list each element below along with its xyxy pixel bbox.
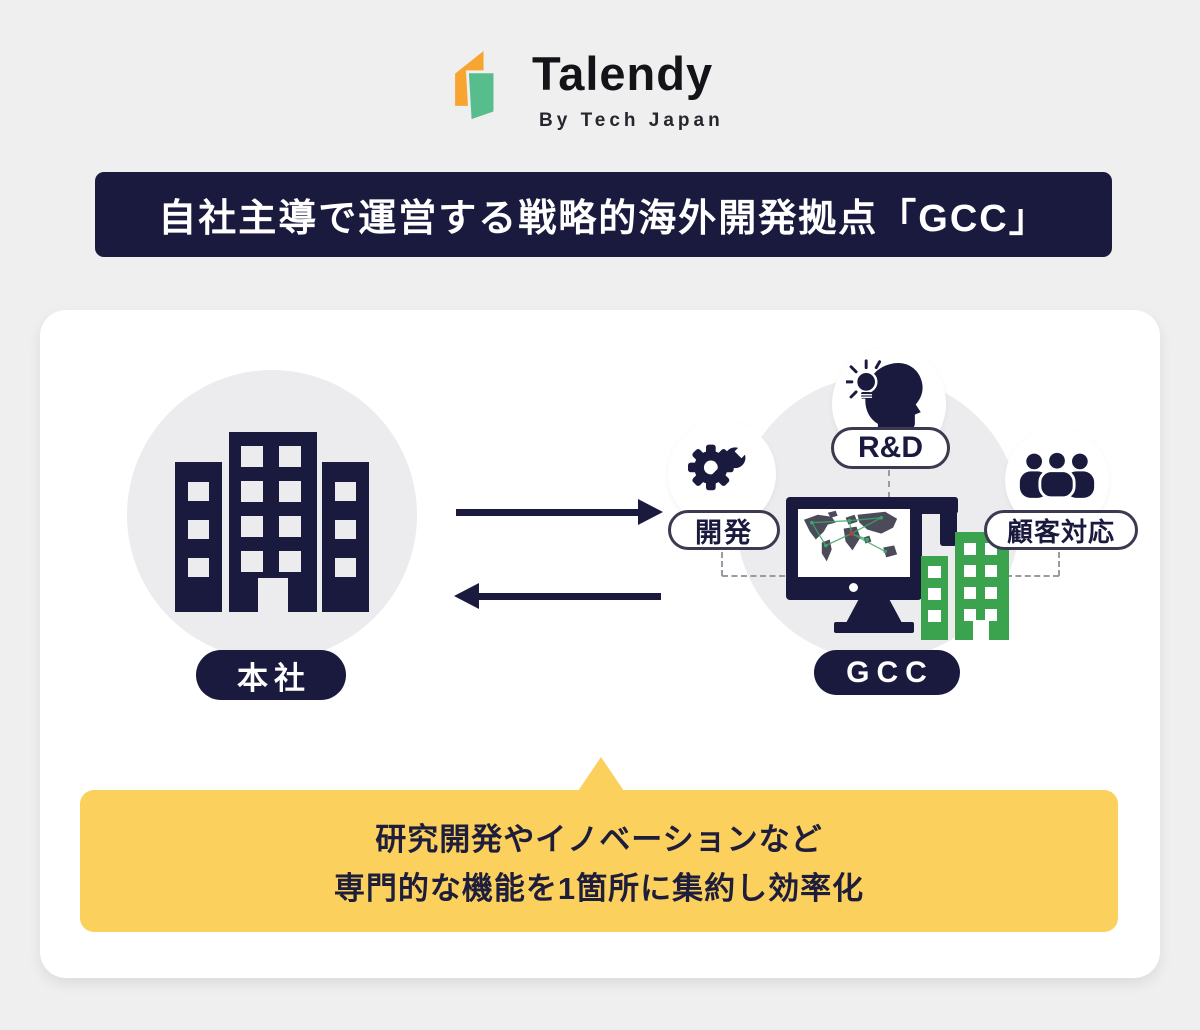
customer-connector-horizontal bbox=[1006, 575, 1059, 577]
monitor-screen bbox=[798, 509, 910, 577]
gear-wrench-icon bbox=[688, 443, 750, 491]
monitor-base bbox=[834, 622, 914, 633]
arrow-to-gcc bbox=[456, 509, 639, 516]
dev-label-pill: 開発 bbox=[668, 510, 780, 550]
callout-banner: 研究開発やイノベーションなど 専門的な機能を1箇所に集約し効率化 bbox=[80, 790, 1118, 932]
office-building-icon bbox=[175, 432, 369, 612]
talendy-logo-mark-icon bbox=[455, 50, 496, 122]
title-banner: 自社主導で運営する戦略的海外開発拠点「GCC」 bbox=[95, 172, 1112, 257]
world-map-icon bbox=[803, 510, 898, 562]
monitor-accent-corner bbox=[940, 497, 957, 546]
callout-line-1: 研究開発やイノベーションなど bbox=[375, 822, 823, 857]
rd-connector bbox=[888, 470, 890, 498]
gcc-label-pill: GCC bbox=[814, 650, 960, 695]
idea-head-icon bbox=[846, 359, 923, 436]
arrow-to-gcc-head-icon bbox=[638, 499, 663, 525]
monitor-stand bbox=[846, 600, 902, 623]
customer-connector-vertical bbox=[1058, 552, 1060, 576]
brand-name: Talendy bbox=[532, 47, 714, 100]
gcc-label: GCC bbox=[846, 655, 934, 689]
headquarters-label-pill: 本社 bbox=[196, 650, 346, 700]
dev-connector-horizontal bbox=[722, 575, 785, 577]
dev-connector-vertical bbox=[721, 552, 723, 576]
customer-support-label-pill: 顧客対応 bbox=[984, 510, 1138, 550]
dev-label: 開発 bbox=[695, 517, 753, 548]
arrow-to-headquarters-head-icon bbox=[454, 583, 479, 609]
brand-subtitle: By Tech Japan bbox=[539, 110, 724, 131]
customer-support-label: 顧客対応 bbox=[1006, 516, 1115, 547]
people-group-icon bbox=[1019, 452, 1095, 498]
rd-label-pill: R&D bbox=[831, 427, 950, 469]
monitor-camera-dot bbox=[849, 583, 858, 592]
callout-line-2: 専門的な機能を1箇所に集約し効率化 bbox=[333, 871, 865, 906]
green-building-icon bbox=[921, 532, 1009, 640]
rd-label: R&D bbox=[858, 431, 923, 464]
headquarters-label: 本社 bbox=[237, 660, 311, 696]
callout-pointer-icon bbox=[578, 757, 624, 791]
arrow-to-headquarters bbox=[478, 593, 661, 600]
title-text: 自社主導で運営する戦略的海外開発拠点「GCC」 bbox=[158, 198, 1049, 240]
